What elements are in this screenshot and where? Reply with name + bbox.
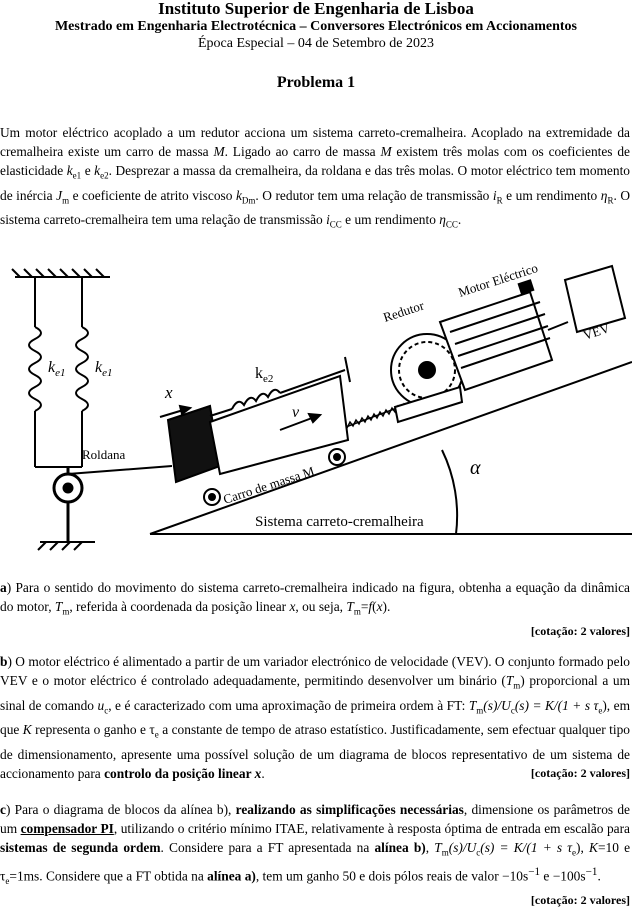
vev-box <box>547 264 627 334</box>
floor-support <box>37 541 95 551</box>
label-alpha: α <box>470 457 481 479</box>
exam-date: Época Especial – 04 de Setembro de 2023 <box>198 36 434 51</box>
intro-paragraph: Um motor eléctrico acoplado a um redutor… <box>0 125 630 231</box>
label-v: v <box>292 404 300 421</box>
question-c: c) Para o diagrama de blocos da alínea b… <box>0 800 630 910</box>
ceiling-support <box>11 268 110 278</box>
spring-ke2 <box>209 356 351 417</box>
label-redutor: Redutor <box>381 297 426 324</box>
reducer-gear <box>390 333 464 424</box>
problem-title: Problema 1 <box>276 74 356 91</box>
label-roldana: Roldana <box>82 447 126 462</box>
course-subtitle: Mestrado em Engenharia Electrotécnica – … <box>54 19 578 34</box>
x-arrow <box>159 404 193 418</box>
institution-title: Instituto Superior de Engenharia de Lisb… <box>158 0 474 18</box>
label-ke1-right: ke1 <box>95 359 113 379</box>
score-a: [cotação: 2 valores] <box>530 623 630 638</box>
cart-mass <box>166 374 350 506</box>
label-ke1-left: ke1 <box>48 359 66 379</box>
spring-ke1-right <box>75 277 89 467</box>
label-sistema: Sistema carreto-cremalheira <box>255 514 424 530</box>
v-arrow <box>279 412 323 431</box>
system-figure: Redutor Motor Eléctrico VEV ke1 ke1 ke2 … <box>11 260 632 551</box>
score-b: [cotação: 2 valores] <box>530 766 630 781</box>
question-a: a) Para o sentido do movimento do sistem… <box>0 578 630 641</box>
pulley <box>52 467 84 542</box>
score-c: [cotação: 2 valores] <box>530 892 630 907</box>
label-ke2: ke2 <box>255 365 273 385</box>
question-b: b) O motor eléctrico é alimentado a part… <box>0 654 631 782</box>
document-header: Instituto Superior de Engenharia de Lisb… <box>0 0 632 53</box>
spring-ke1-left <box>28 277 42 467</box>
motor <box>438 279 554 392</box>
label-x: x <box>164 383 173 402</box>
incline <box>149 361 632 535</box>
